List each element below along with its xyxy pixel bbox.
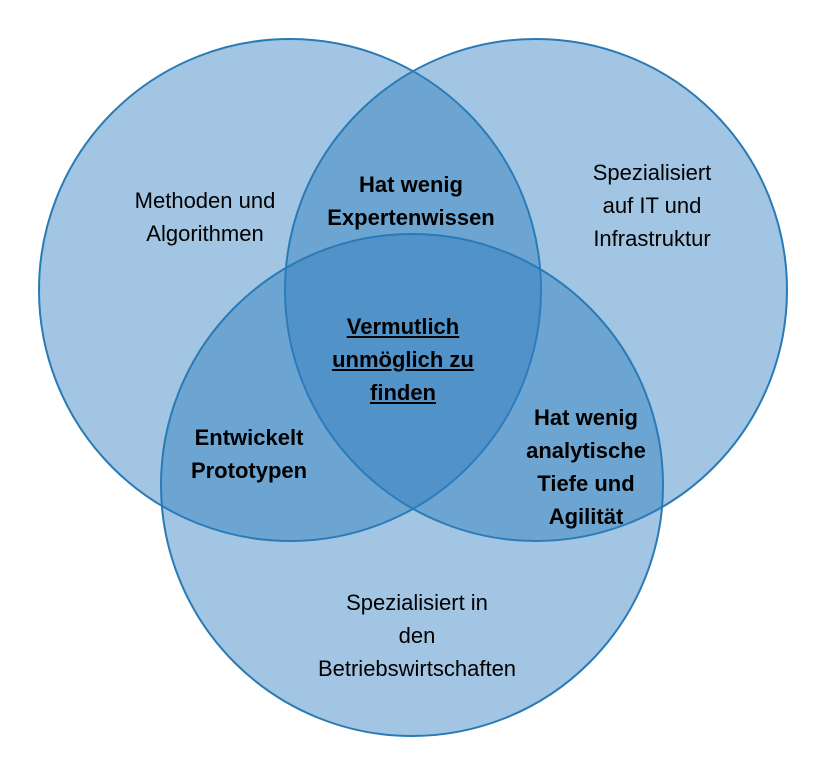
label-methods-it: Hat wenig Expertenwissen xyxy=(327,172,495,230)
label-center: Vermutlich unmöglich zu finden xyxy=(332,314,474,405)
circle-methods xyxy=(38,38,542,542)
label-it: Spezialisiert auf IT und Infrastruktur xyxy=(592,160,712,251)
label-methods: Methoden und Algorithmen xyxy=(134,188,276,246)
label-methods-business: Entwickelt Prototypen xyxy=(190,425,308,483)
label-business: Spezialisiert in den Betriebswirtschafte… xyxy=(317,590,517,681)
label-it-business: Hat wenig analytische Tiefe und Agilität xyxy=(526,405,646,529)
circle-it xyxy=(284,38,788,542)
circle-business xyxy=(160,233,664,737)
